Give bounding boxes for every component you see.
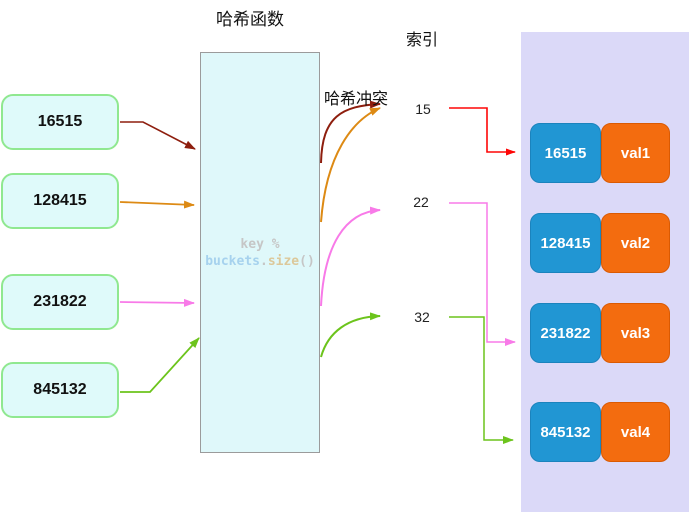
connector-index22-to-bucket3 <box>449 202 516 346</box>
key-box-2: 128415 <box>1 173 119 229</box>
bucket-2-key: 128415 <box>530 213 601 273</box>
connector-index32-to-bucket4 <box>449 316 514 444</box>
hash-code-key-mod: key % <box>240 236 280 252</box>
bucket-2-value: val2 <box>601 213 670 273</box>
hash-collision-label: 哈希冲突 <box>324 91 389 108</box>
bucket-4-value: val4 <box>601 402 670 462</box>
arrow-key3-to-hash <box>119 298 195 307</box>
index-value-22: 22 <box>413 194 429 210</box>
key-box-1: 16515 <box>1 94 119 150</box>
hash-code-method: size <box>267 253 300 269</box>
index-column-label: 索引 <box>406 32 439 49</box>
hash-code-line2: buckets.size() <box>205 253 315 270</box>
hash-code-parens: () <box>299 253 315 269</box>
arrow-hash-to-index32 <box>320 312 381 358</box>
bucket-4-key: 845132 <box>530 402 601 462</box>
hash-code-line1: key % <box>240 236 279 253</box>
hash-function-box: key % buckets.size() <box>200 52 320 453</box>
index-value-15: 15 <box>415 101 431 117</box>
index-value-32: 32 <box>414 309 430 325</box>
connector-index15-to-bucket1 <box>449 107 516 156</box>
arrow-key4-to-hash <box>120 337 200 393</box>
arrow-hash-to-index22 <box>320 206 381 307</box>
arrow-hash-to-index15-collision1 <box>320 100 381 164</box>
bucket-1-value: val1 <box>601 123 670 183</box>
arrow-hash-to-index15-collision2 <box>320 107 381 223</box>
arrow-key1-to-hash <box>120 121 196 150</box>
bucket-3-value: val3 <box>601 303 670 363</box>
bucket-3-key: 231822 <box>530 303 601 363</box>
bucket-1-key: 16515 <box>530 123 601 183</box>
hash-code-dot: . <box>260 253 268 269</box>
arrow-key2-to-hash <box>119 200 195 209</box>
diagram-title: 哈希函数 <box>216 10 284 29</box>
key-box-3: 231822 <box>1 274 119 330</box>
hash-code-object: buckets <box>205 253 260 269</box>
key-box-4: 845132 <box>1 362 119 418</box>
